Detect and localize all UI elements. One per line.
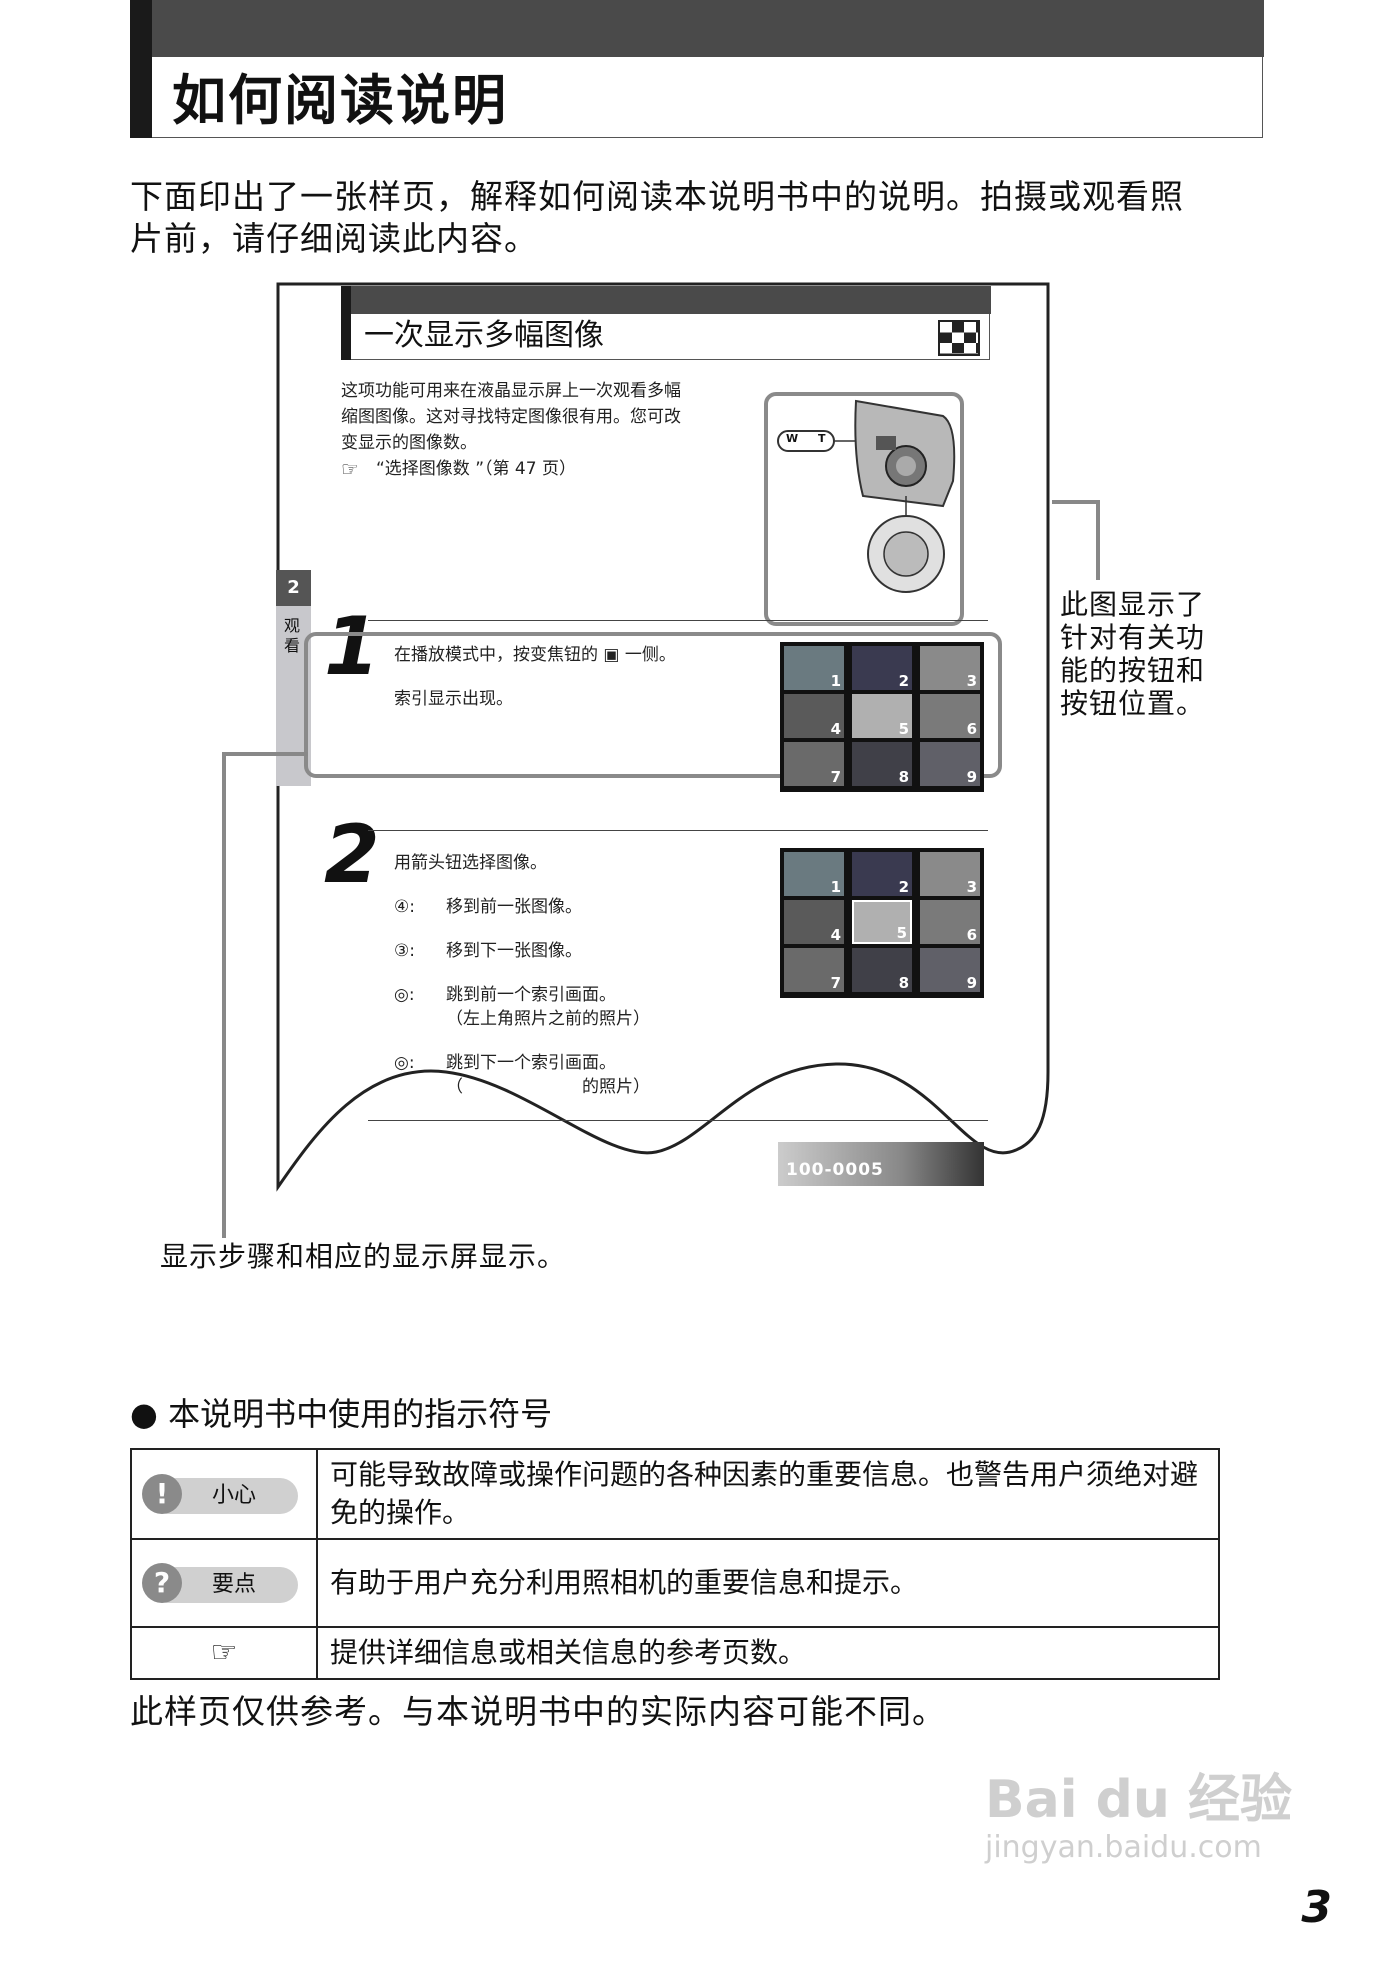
reference-icon: ☞ [130, 1626, 318, 1680]
thumb: 1 [784, 646, 844, 690]
arrow-up-key: ◎: [394, 985, 415, 1005]
bullet-icon: ● [130, 1395, 158, 1433]
thumb: 4 [784, 694, 844, 738]
intro-line-1: 下面印出了一张样页，解释如何阅读本说明书中的说明。拍摄或观看照 [130, 177, 1184, 216]
intro-line-2: 片前，请仔细阅读此内容。 [130, 219, 538, 258]
single-image-display: 100-0005 [778, 1142, 984, 1186]
symbol-description: 有助于用户充分利用照相机的重要信息和提示。 [316, 1538, 1220, 1628]
thumb: 2 [852, 646, 912, 690]
thumb-selected: 5 [852, 900, 912, 944]
connector-right-h [1052, 500, 1100, 504]
index-display-1: 1 2 3 4 5 6 7 8 9 [780, 642, 984, 792]
reference-hand-icon: ☞ [341, 457, 359, 481]
connector-right-v [1096, 500, 1100, 580]
index-display-2: 1 2 3 4 5 6 7 8 9 [780, 848, 984, 998]
thumb: 7 [784, 948, 844, 992]
header-title-box [152, 57, 1263, 138]
connector-bottom-h [222, 752, 308, 756]
thumb: 7 [784, 742, 844, 786]
sample-title-bar [351, 286, 991, 314]
thumb: 8 [852, 948, 912, 992]
arrow-left-key: ④: [394, 897, 415, 917]
thumb: 9 [920, 948, 980, 992]
sample-desc-2: 缩图图像。这对寻找特定图像很有用。您可改 [341, 407, 681, 427]
callout-right-2: 针对有关功 [1060, 621, 1206, 654]
sample-desc-3: 变显示的图像数。 [341, 433, 477, 453]
symbol-description: 可能导致故障或操作问题的各种因素的重要信息。也警告用户须绝对避免的操作。 [316, 1448, 1220, 1540]
sample-title-accent [341, 286, 351, 360]
thumb: 3 [920, 852, 980, 896]
symbols-table: ! 小心 可能导致故障或操作问题的各种因素的重要信息。也警告用户须绝对避免的操作… [130, 1448, 1220, 1680]
file-number-readout: 100-0005 [786, 1160, 884, 1180]
arrow-right-key: ③: [394, 941, 415, 961]
callout-right-1: 此图显示了 [1060, 588, 1206, 621]
step-3-divider [368, 1120, 988, 1121]
sample-desc-1: 这项功能可用来在液晶显示屏上一次观看多幅 [341, 381, 681, 401]
header-top-bar [152, 0, 1264, 57]
connector-bottom-v [222, 752, 226, 1238]
thumb: 6 [920, 694, 980, 738]
table-row: ? 要点 有助于用户充分利用照相机的重要信息和提示。 [130, 1538, 1220, 1628]
symbol-cell: ? 要点 [130, 1538, 318, 1628]
callout-right-4: 按钮位置。 [1060, 687, 1206, 720]
thumb: 2 [852, 852, 912, 896]
arrow-down-key: ◎: [394, 1053, 415, 1073]
step-1-number: 1 [324, 600, 380, 693]
page-number: 3 [1301, 1882, 1332, 1933]
sample-ref: “选择图像数 ”（第 47 页） [376, 459, 576, 479]
arrow-down-desc: 跳到下一个索引画面。 [446, 1053, 616, 1073]
index-view-icon [938, 320, 980, 356]
page-title: 如何阅读说明 [172, 69, 508, 132]
thumb: 1 [784, 852, 844, 896]
footer-note: 此样页仅供参考。与本说明书中的实际内容可能不同。 [130, 1692, 946, 1731]
zoom-w-label: W [786, 432, 799, 445]
watermark-brand: Bai du 经验 [985, 1770, 1292, 1830]
arrow-left-desc: 移到前一张图像。 [446, 897, 582, 917]
thumb: 9 [920, 742, 980, 786]
symbol-description: 提供详细信息或相关信息的参考页数。 [316, 1626, 1220, 1680]
arrow-down-sub: （ 的照片） [446, 1077, 650, 1097]
step-1-highlight [304, 632, 1002, 778]
callout-bottom: 显示步骤和相应的显示屏显示。 [160, 1240, 567, 1273]
step-2-divider [368, 830, 988, 831]
arrow-right-desc: 移到下一张图像。 [446, 941, 582, 961]
table-row: ! 小心 可能导致故障或操作问题的各种因素的重要信息。也警告用户须绝对避免的操作… [130, 1448, 1220, 1540]
arrow-up-sub: （左上角照片之前的照片） [446, 1009, 650, 1029]
camera-icon [777, 399, 956, 593]
sample-title-box [351, 314, 990, 360]
camera-illustration: W T [764, 392, 964, 626]
header-accent-bar [130, 0, 152, 138]
step-2-number: 2 [324, 808, 380, 901]
chapter-tab-label: 观看 [284, 616, 301, 655]
symbols-heading: ● 本说明书中使用的指示符号 [130, 1392, 552, 1436]
tip-icon: ? [142, 1563, 182, 1603]
thumb: 5 [852, 694, 912, 738]
sample-page: 一次显示多幅图像 这项功能可用来在液晶显示屏上一次观看多幅 缩图图像。这对寻找特… [276, 282, 1056, 1192]
chapter-tab-number: 2 [276, 570, 311, 606]
symbol-cell: ! 小心 [130, 1448, 318, 1540]
zoom-t-label: T [818, 432, 826, 445]
step-1-text: 在播放模式中，按变焦钮的 ▣ 一侧。 [394, 645, 676, 665]
sample-title: 一次显示多幅图像 [364, 318, 604, 353]
caution-badge: ! 小心 [142, 1474, 298, 1514]
step-1-subtext: 索引显示出现。 [394, 689, 513, 709]
step-2-text: 用箭头钮选择图像。 [394, 853, 547, 873]
table-row: ☞ 提供详细信息或相关信息的参考页数。 [130, 1626, 1220, 1680]
watermark: Bai du 经验 jingyan.baidu.com [985, 1770, 1292, 1866]
watermark-url: jingyan.baidu.com [985, 1830, 1262, 1865]
tip-badge: ? 要点 [142, 1563, 298, 1603]
callout-right-3: 能的按钮和 [1060, 654, 1206, 687]
arrow-up-desc: 跳到前一个索引画面。 [446, 985, 616, 1005]
step-1-divider [368, 620, 988, 621]
symbols-heading-text: 本说明书中使用的指示符号 [168, 1395, 553, 1433]
thumb: 8 [852, 742, 912, 786]
thumb: 4 [784, 900, 844, 944]
caution-icon: ! [142, 1474, 182, 1514]
thumb: 3 [920, 646, 980, 690]
thumb: 6 [920, 900, 980, 944]
